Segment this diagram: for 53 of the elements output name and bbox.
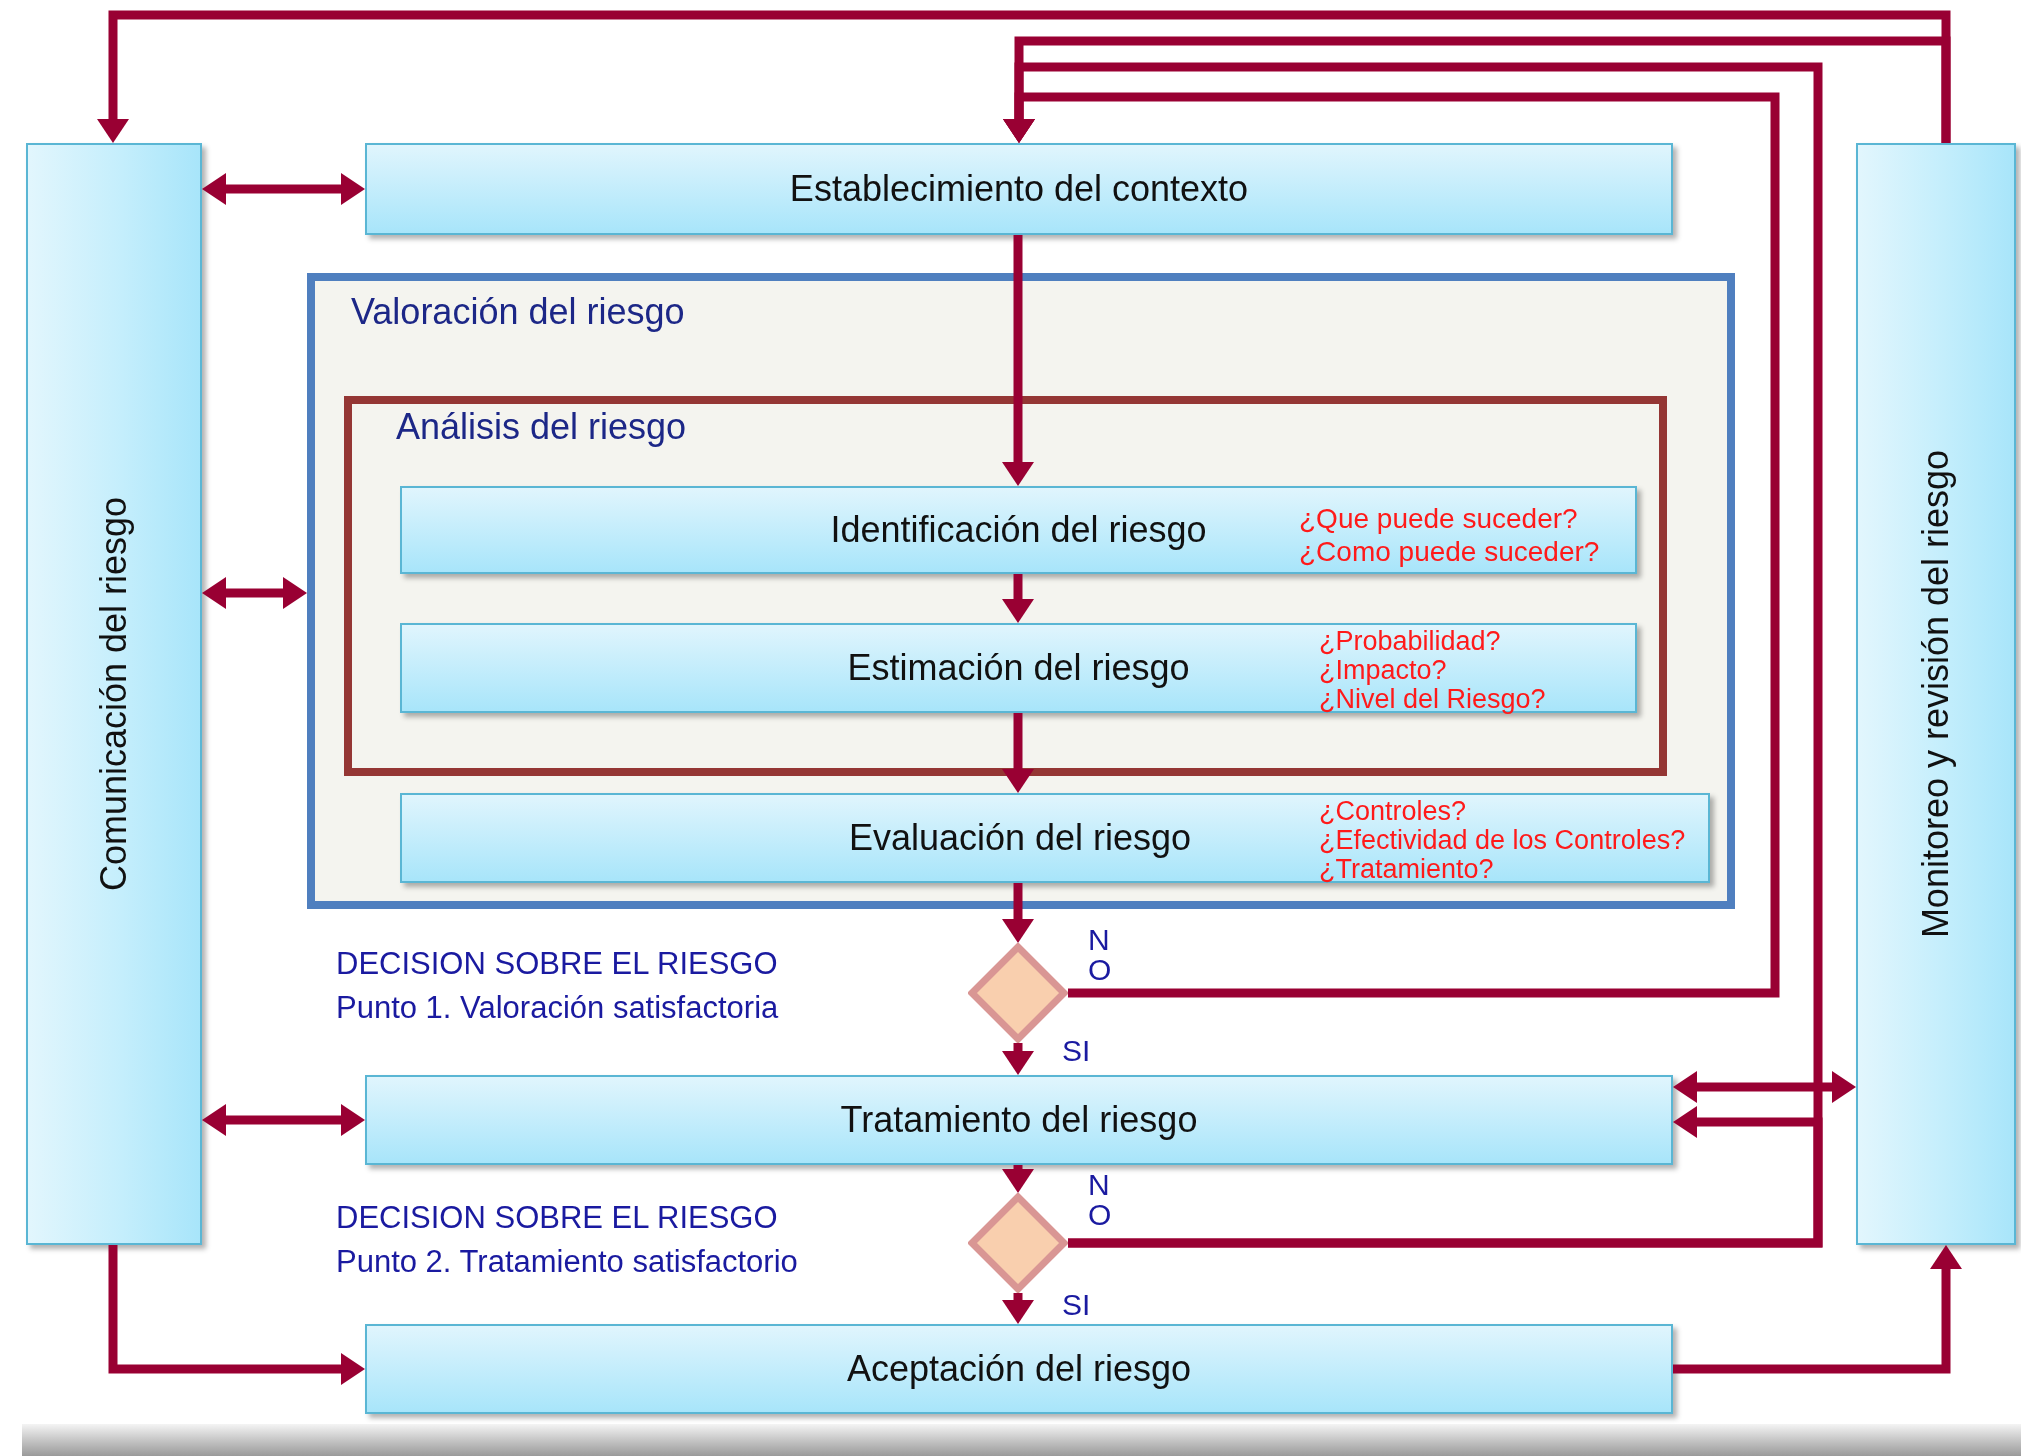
process-box [400, 793, 1710, 883]
decision-text: Punto 2. Tratamiento satisfactorio [336, 1243, 798, 1281]
decision-text: Punto 1. Valoración satisfactoria [336, 989, 779, 1027]
assessment-frame [307, 273, 1735, 909]
process-box [400, 623, 1637, 713]
edge-label: NO [1088, 925, 1112, 985]
arrow [1002, 1165, 1034, 1193]
process-label: Evaluación del riesgo [848, 817, 1192, 859]
question-text: ¿Nivel del Riesgo? [1319, 685, 1546, 714]
process-box [365, 143, 1673, 235]
process-box [365, 1075, 1673, 1165]
process-label: Aceptación del riesgo [846, 1348, 1192, 1390]
arrow [1673, 1071, 1856, 1103]
question-text: ¿Como puede suceder? [1299, 535, 1600, 568]
section-heading: Valoración del riesgo [351, 291, 685, 333]
arrow [97, 10, 1951, 143]
process-label: Establecimiento del contexto [789, 168, 1249, 210]
decision-text: DECISION SOBRE EL RIESGO [336, 945, 778, 983]
arrow [1673, 1245, 1962, 1374]
edge-label: NO [1088, 1170, 1112, 1230]
arrow [202, 1104, 365, 1136]
question-text: ¿Tratamiento? [1319, 855, 1494, 884]
process-box [400, 486, 1637, 574]
section-heading: Análisis del riesgo [396, 406, 687, 448]
arrow [1002, 235, 1034, 486]
arrow [202, 577, 307, 609]
process-box [365, 1324, 1673, 1414]
decision-diamond [968, 1193, 1068, 1293]
vertical-process-box [26, 143, 202, 1245]
question-text: ¿Que puede suceder? [1299, 502, 1578, 535]
arrow [1002, 1043, 1034, 1075]
question-text: ¿Efectividad de los Controles? [1319, 826, 1686, 855]
process-label: Estimación del riesgo [847, 647, 1190, 689]
process-label: Tratamiento del riesgo [840, 1099, 1198, 1141]
arrow [202, 173, 365, 205]
question-text: ¿Controles? [1319, 797, 1467, 826]
edge-label: SI [1062, 1036, 1091, 1066]
edge-label: SI [1062, 1290, 1091, 1320]
analysis-frame [344, 396, 1667, 776]
question-text: ¿Impacto? [1319, 656, 1447, 685]
process-label: Monitoreo y revisión del riesgo [1915, 449, 1957, 939]
arrow [1068, 1106, 1823, 1248]
vertical-process-box [1856, 143, 2016, 1245]
arrow [1002, 883, 1034, 943]
arrow [108, 1245, 365, 1385]
decision-diamond [968, 943, 1068, 1043]
arrow [1002, 713, 1034, 793]
arrow [1002, 574, 1034, 623]
arrow [1002, 1293, 1034, 1324]
decision-text: DECISION SOBRE EL RIESGO [336, 1199, 778, 1237]
process-label: Identificación del riesgo [830, 509, 1207, 551]
question-text: ¿Probabilidad? [1319, 627, 1501, 656]
process-label: Comunicación del riesgo [93, 496, 135, 892]
